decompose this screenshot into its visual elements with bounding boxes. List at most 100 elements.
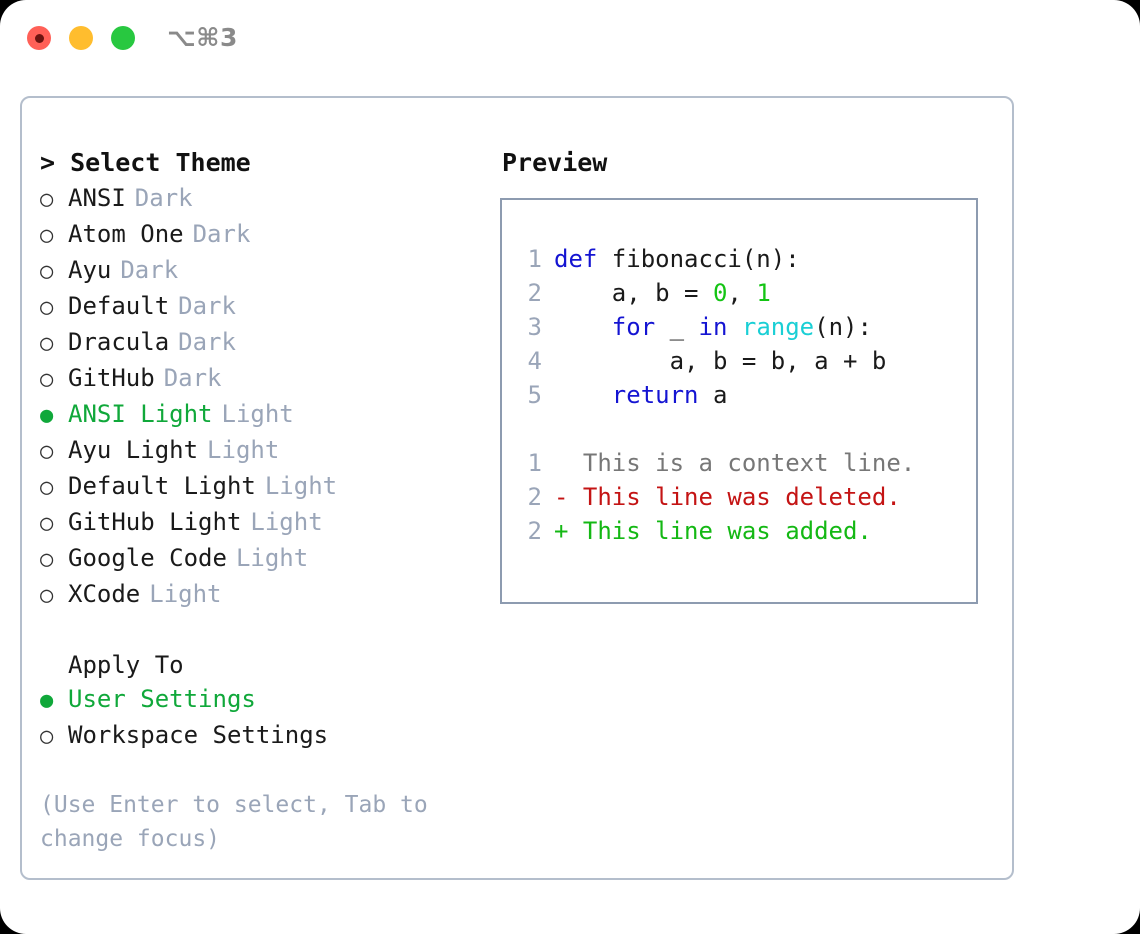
theme-variant-tag: Dark xyxy=(134,184,193,212)
token-txt: a xyxy=(698,381,728,409)
token-kw: for xyxy=(611,313,656,341)
code-line: 3 for _ in range(n): xyxy=(516,310,976,344)
theme-variant-tag: Light xyxy=(207,436,280,464)
theme-option-label: ANSI Light xyxy=(68,400,213,428)
token-txt xyxy=(554,313,612,341)
theme-option-github-light[interactable]: ○ GitHub Light Light xyxy=(40,505,500,541)
theme-option-label: Dracula xyxy=(68,328,170,356)
theme-variant-tag: Dark xyxy=(120,256,179,284)
line-content: This is a context line. xyxy=(554,446,915,480)
line-content: + This line was added. xyxy=(554,514,872,548)
line-number: 2 xyxy=(527,483,542,511)
radio-selected-icon: ● xyxy=(40,688,54,713)
maximize-button[interactable] xyxy=(111,26,135,50)
theme-variant-tag: Light xyxy=(250,508,323,536)
theme-variant-tag: Light xyxy=(235,544,309,572)
line-number: 4 xyxy=(527,347,542,375)
token-txt: fibonacci(n): xyxy=(597,245,800,273)
line-content: def fibonacci(n): xyxy=(554,242,800,276)
token-add: + This line was added. xyxy=(554,517,872,545)
apply-to-option-label: Workspace Settings xyxy=(68,721,329,749)
radio-unselected-icon: ○ xyxy=(40,511,54,536)
token-kw: return xyxy=(611,381,699,409)
theme-option-label: Default Light xyxy=(68,472,256,500)
token-fn: range xyxy=(741,313,815,341)
code-line: 2 a, b = 0, 1 xyxy=(516,276,976,310)
apply-to-option-workspace-settings[interactable]: ○Workspace Settings xyxy=(40,718,500,754)
line-number: 1 xyxy=(527,245,542,273)
radio-unselected-icon: ○ xyxy=(40,331,54,356)
token-kw: def xyxy=(554,245,598,273)
close-button[interactable] xyxy=(27,26,51,50)
theme-option-default-light[interactable]: ○ Default Light Light xyxy=(40,469,500,505)
apply-to-option-label: User Settings xyxy=(68,685,256,713)
theme-option-dracula[interactable]: ○ Dracula Dark xyxy=(40,325,500,361)
line-content: - This line was deleted. xyxy=(554,480,901,514)
line-number: 3 xyxy=(527,313,542,341)
theme-option-ansi-light[interactable]: ● ANSI Light Light xyxy=(40,397,500,433)
minimize-button[interactable] xyxy=(69,26,93,50)
radio-unselected-icon: ○ xyxy=(40,475,54,500)
line-number: 1 xyxy=(527,449,542,477)
theme-variant-tag: Light xyxy=(264,472,338,500)
theme-option-label: XCode xyxy=(68,580,141,608)
theme-option-label: GitHub Light xyxy=(68,508,242,536)
theme-option-label: Ayu xyxy=(68,256,112,284)
code-line: 4 a, b = b, a + b xyxy=(516,344,976,378)
token-num: 0 xyxy=(712,279,728,307)
token-ctx: This is a context line. xyxy=(554,449,916,477)
preview-header: Preview xyxy=(502,148,608,177)
keyboard-shortcut-label: ⌥⌘3 xyxy=(167,23,238,52)
line-number: 2 xyxy=(527,279,542,307)
line-number: 2 xyxy=(527,517,542,545)
code-diff-spacer xyxy=(516,412,976,446)
keyboard-hint-text: (Use Enter to select, Tab to change focu… xyxy=(40,792,442,852)
line-content: return a xyxy=(554,378,728,412)
apply-to-option-user-settings[interactable]: ● User Settings xyxy=(40,682,500,718)
apply-to-list[interactable]: ● User Settings ○Workspace Settings xyxy=(40,682,500,754)
theme-option-label: Google Code xyxy=(68,544,227,572)
theme-option-google-code[interactable]: ○ Google Code Light xyxy=(40,541,500,577)
theme-variant-tag: Dark xyxy=(178,292,236,320)
radio-unselected-icon: ○ xyxy=(40,295,54,320)
line-content: a, b = b, a + b xyxy=(554,344,887,378)
token-txt: , xyxy=(727,279,757,307)
line-content: a, b = 0, 1 xyxy=(554,276,771,310)
apply-to-label: Apply To xyxy=(68,651,184,679)
line-content: for _ in range(n): xyxy=(554,310,872,344)
theme-variant-tag: Light xyxy=(149,580,222,608)
code-line: 5 return a xyxy=(516,378,976,412)
theme-option-label: Ayu Light xyxy=(68,436,199,464)
line-number: 5 xyxy=(527,381,542,409)
theme-variant-tag: Light xyxy=(221,400,294,428)
radio-unselected-icon: ○ xyxy=(40,547,54,572)
token-txt xyxy=(554,381,612,409)
section-spacer xyxy=(40,613,500,648)
token-num: 1 xyxy=(756,279,771,307)
code-line: 1 def fibonacci(n): xyxy=(516,242,976,276)
theme-variant-tag: Dark xyxy=(178,328,236,356)
token-txt: a, b = b, a + b xyxy=(554,347,887,375)
diff-sample: 1 This is a context line. 2 - This line wa… xyxy=(516,446,976,548)
token-txt: _ xyxy=(655,313,699,341)
diff-line: 2 + This line was added. xyxy=(516,514,976,548)
token-txt: a, b = xyxy=(554,279,713,307)
token-del: - This line was deleted. xyxy=(554,483,901,511)
theme-option-label: ANSI xyxy=(68,184,126,212)
token-kw: in xyxy=(698,313,728,341)
theme-option-label: GitHub xyxy=(68,364,155,392)
radio-selected-icon: ● xyxy=(40,403,54,428)
